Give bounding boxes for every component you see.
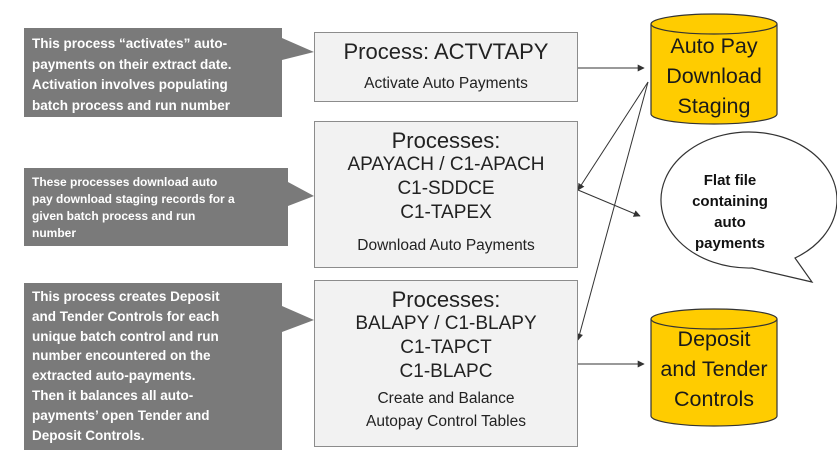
process-box-title: Processes:: [391, 128, 501, 153]
store-label-line: and Tender: [660, 357, 768, 381]
store-label-line: Deposit: [677, 327, 751, 351]
callout-shape-balance: [24, 283, 314, 450]
store-label-line: Auto Pay: [670, 34, 758, 58]
callout-activate-line: Activation involves populating: [32, 77, 228, 92]
callout-balance-line: This process creates Deposit: [32, 289, 220, 304]
process-code: BALAPY / C1-BLAPY: [355, 313, 537, 334]
callout-activate-line: payments on their extract date.: [32, 56, 232, 72]
process-box-title: Process: ACTVTAPY: [343, 39, 549, 64]
store-label-line: Staging: [677, 94, 751, 118]
process-code: C1-TAPCT: [400, 337, 492, 358]
flat-file-label-line: payments: [694, 235, 766, 252]
arrow-staging-to-balance: [576, 81, 649, 341]
controls-store-label: Deposit and Tender Controls: [651, 324, 777, 414]
callout-activate-line: This process “activates” auto-: [32, 36, 228, 51]
process-box-description: Activate Auto Payments: [364, 75, 528, 92]
process-code: C1-TAPEX: [400, 202, 492, 223]
callout-download-line: These processes download auto: [32, 175, 218, 189]
store-label-line: Controls: [673, 387, 755, 411]
process-box-activate: Process: ACTVTAPY Activate Auto Payments: [314, 32, 578, 102]
flat-file-label-line: Flat file: [703, 172, 757, 189]
flat-file-label-line: auto: [714, 214, 746, 231]
staging-store-cylinder: [650, 13, 778, 125]
callout-balance: This process creates Deposit and Tender …: [32, 287, 284, 445]
process-box-description: Download Auto Payments: [357, 237, 535, 254]
store-label-line: Download: [666, 64, 762, 88]
callout-activate-line: batch process and run number: [32, 97, 231, 113]
callout-download-line: given batch process and run: [32, 209, 196, 223]
callout-balance-line: unique batch control and run: [32, 328, 219, 344]
flat-file-label-line: containing: [692, 193, 768, 210]
staging-store-label: Auto Pay Download Staging: [651, 31, 777, 121]
process-code: APAYACH / C1-APACH: [347, 154, 545, 175]
process-box-title: Processes:: [391, 287, 501, 312]
arrow-staging-to-download: [577, 81, 649, 191]
process-code: C1-SDDCE: [397, 178, 495, 199]
callout-balance-line: number encountered on the: [32, 348, 211, 364]
process-code: C1-BLAPC: [399, 361, 493, 382]
callout-balance-line: Deposit Controls.: [32, 427, 145, 443]
callout-balance-line: payments’ open Tender and: [32, 407, 210, 423]
callout-shape-activate: [24, 28, 314, 117]
callout-download-line: number: [32, 226, 77, 240]
flat-file-label: Flat file containing auto payments: [667, 170, 793, 254]
callout-activate: This process “activates” auto- payments …: [32, 34, 284, 116]
process-box-description: Autopay Control Tables: [366, 413, 526, 430]
arrow-download-to-flatfile: [577, 189, 641, 217]
process-box-description: Create and Balance: [377, 390, 515, 407]
callout-download-line: pay download staging records for a: [32, 192, 235, 206]
callout-balance-line: and Tender Controls for each: [32, 308, 220, 324]
callout-balance-line: Then it balances all auto-: [32, 387, 194, 403]
callout-balance-line: extracted auto-payments.: [32, 368, 196, 384]
process-box-balance: Processes: BALAPY / C1-BLAPY C1-TAPCT C1…: [314, 280, 578, 447]
controls-store-cylinder: [650, 308, 778, 427]
callout-shape-download: [24, 168, 314, 246]
callout-download: These processes download auto pay downlo…: [32, 174, 290, 242]
process-box-download: Processes: APAYACH / C1-APACH C1-SDDCE C…: [314, 121, 578, 268]
